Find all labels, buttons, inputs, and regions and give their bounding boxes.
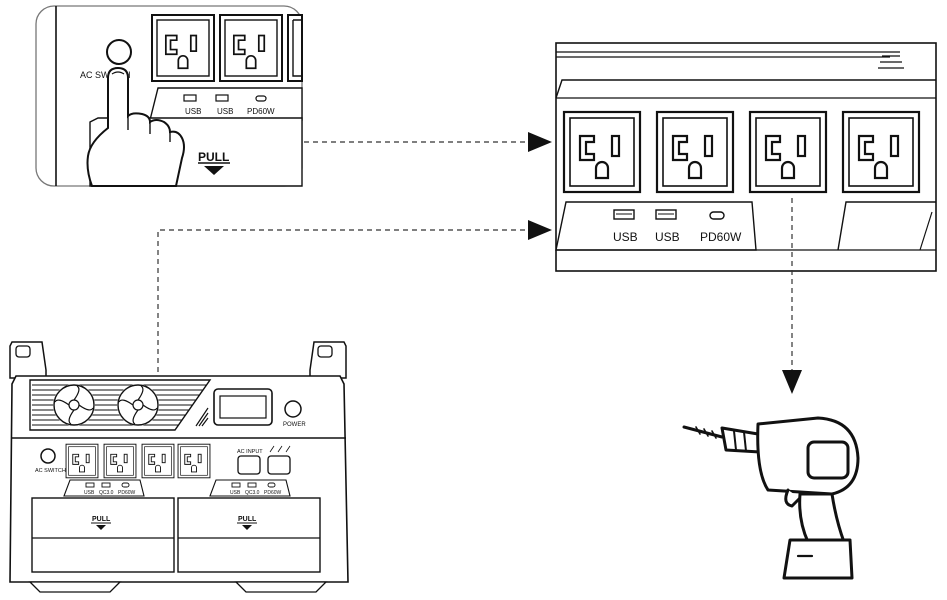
usb-port-icon — [215, 94, 229, 102]
usb-port-icon — [613, 209, 635, 220]
port-label: USB — [84, 490, 95, 496]
storage-drawer-left[interactable] — [31, 497, 175, 573]
ac-switch-label: AC SWITCH — [35, 468, 66, 474]
pull-label: PULL — [92, 516, 111, 523]
pull-arrow-icon — [204, 166, 224, 175]
usb-port-icon — [183, 94, 197, 102]
power-station: POWER AC SWITCH AC INPUT USB QC3.0 PD60W… — [9, 341, 349, 593]
arrow-right-icon — [528, 220, 552, 240]
fan-icon — [117, 384, 159, 426]
port-label: USB — [230, 490, 241, 496]
lcd-display — [213, 388, 273, 426]
usb-c-port-icon — [255, 95, 267, 102]
ac-switch-button[interactable] — [40, 448, 56, 464]
ac-input-port — [237, 455, 261, 475]
usb-label: USB — [185, 107, 201, 116]
outlet-4 — [843, 112, 919, 192]
port-label: QC3.0 — [245, 490, 260, 496]
power-button[interactable] — [284, 400, 302, 418]
arrow-down-icon — [782, 370, 802, 394]
port-label: PD60W — [118, 490, 136, 496]
connector-lines — [157, 141, 793, 372]
outlet-2 — [657, 112, 733, 192]
pull-arrow-icon — [242, 525, 252, 530]
storage-drawer-right[interactable] — [177, 497, 321, 573]
outlet-3-partial — [287, 14, 303, 82]
outlet-1 — [564, 112, 640, 192]
outlet-2 — [219, 14, 283, 82]
power-drill-icon — [682, 416, 860, 580]
pd-label: PD60W — [700, 230, 742, 244]
usb-c-port-icon — [709, 211, 725, 220]
port-label: QC3.0 — [99, 490, 114, 496]
outlet-3 — [142, 444, 174, 478]
outlet-1 — [151, 14, 215, 82]
usb-port-icon — [655, 209, 677, 220]
ac-input-label: AC INPUT — [237, 449, 263, 455]
usb-label: USB — [613, 230, 638, 244]
pull-label: PULL — [238, 516, 257, 523]
power-label: POWER — [283, 422, 306, 428]
pd-label: PD60W — [247, 107, 275, 116]
port-label: PD60W — [264, 490, 282, 496]
callout-outlet-strip: USB USB PD60W — [555, 42, 937, 272]
outlet-2 — [104, 444, 136, 478]
ac-switch-button[interactable] — [106, 39, 132, 65]
fan-icon — [53, 384, 95, 426]
hand-pressing-icon — [86, 66, 185, 187]
callout-ac-switch: AC SWITCH USB USB PD60W PULL — [35, 5, 303, 187]
usb-label: USB — [655, 230, 680, 244]
outlet-3 — [750, 112, 826, 192]
dc-symbol-icon — [269, 445, 291, 453]
pull-arrow-icon — [96, 525, 106, 530]
pull-label: PULL — [198, 150, 229, 164]
arrow-right-icon — [528, 132, 552, 152]
ac-switch-label: AC SWITCH — [80, 70, 131, 80]
outlet-1 — [66, 444, 98, 478]
outlet-4 — [178, 444, 210, 478]
usb-label: USB — [217, 107, 233, 116]
dc-input-port — [267, 455, 291, 475]
